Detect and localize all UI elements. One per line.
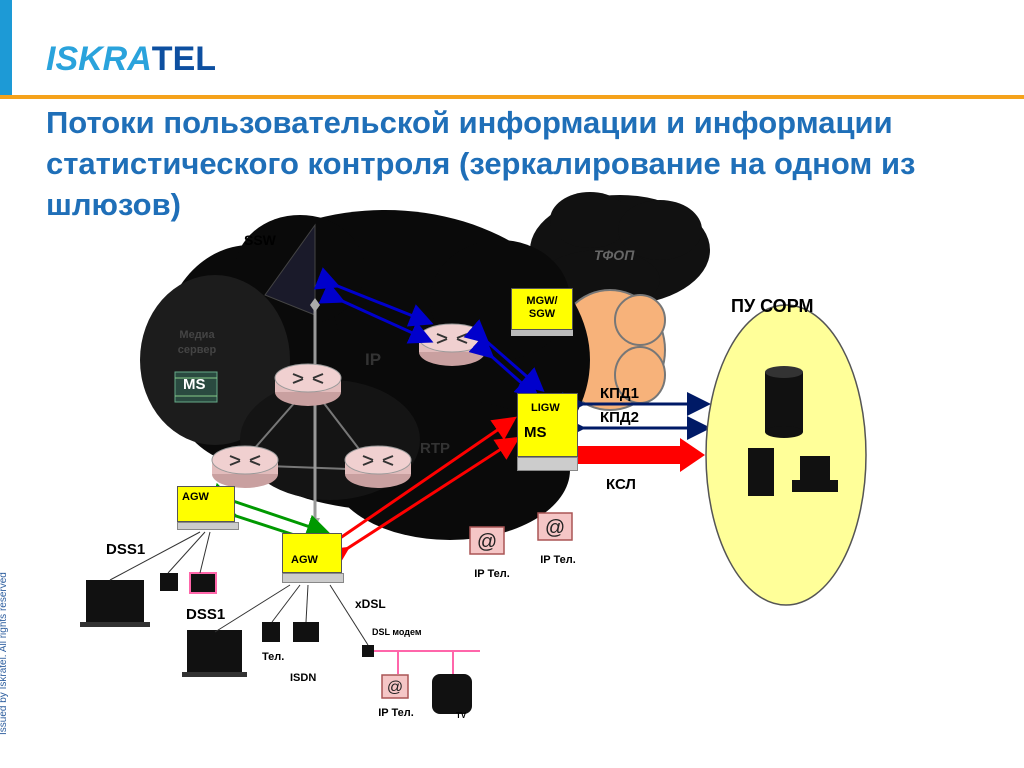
phone-icon [262, 622, 280, 642]
workstation-icon [792, 456, 838, 492]
dsl-modem-icon [362, 645, 374, 657]
laptop-icon [80, 580, 150, 627]
dss1-label-bottom: DSS1 [186, 606, 226, 623]
kpd1-label: КПД1 [600, 385, 639, 402]
rtp-label: RTP [420, 440, 450, 457]
iskratel-logo: ISKRATEL [46, 40, 217, 78]
ip-phone-icon: @ [381, 674, 409, 699]
ksl-arrow [578, 438, 705, 472]
slide-title: Потоки пользовательской информации и инф… [46, 105, 916, 222]
phone-icon [160, 573, 178, 591]
red-flows [308, 416, 521, 570]
svg-text:@: @ [477, 531, 497, 553]
ip-phone-icon: @ [469, 526, 505, 555]
database-icon [765, 366, 803, 438]
router-icon [274, 363, 342, 406]
svg-text:@: @ [545, 517, 565, 539]
ms-label: MS [183, 376, 206, 393]
isdn-terminal-icon [189, 572, 217, 594]
ip-phone-icon: @ [537, 512, 573, 541]
dsl-line [374, 650, 480, 674]
ip-network-label: IP [365, 350, 382, 369]
tv-label: TV [456, 711, 467, 720]
router-icon [418, 323, 486, 366]
ip-tel-label: IP Тел. [474, 568, 510, 580]
accent-bar [0, 0, 12, 96]
isdn-label: ISDN [290, 672, 317, 684]
tel-label: Тел. [262, 651, 285, 663]
kpd-links [562, 392, 711, 440]
ip-tel-label: IP Тел. [378, 707, 414, 719]
router-icon [211, 445, 279, 488]
isdn-terminal-icon [293, 622, 319, 642]
ligw-box[interactable]: LIGW MS [517, 393, 578, 457]
tfop-label: ТФОП [594, 247, 635, 263]
ssw-label: SSW [244, 232, 276, 248]
media-server-label: Медиа сервер [177, 329, 217, 356]
tv-icon [432, 674, 472, 714]
media-server-icon [174, 371, 218, 403]
laptop-icon [182, 630, 247, 677]
header-divider [0, 95, 1024, 99]
pu-sorm-label: ПУ СОРМ [731, 296, 814, 316]
blue-flows [313, 267, 545, 399]
ip-tel-label: IP Тел. [540, 554, 576, 566]
kpd2-label: КПД2 [600, 409, 639, 426]
dss1-label-top: DSS1 [106, 541, 146, 558]
cabling [109, 531, 369, 646]
svg-text:@: @ [387, 679, 403, 696]
pu-sorm-ellipse [705, 304, 867, 606]
agw-box-2[interactable]: AGW [282, 533, 342, 573]
mgw-sgw-box[interactable]: MGW/ SGW [511, 288, 573, 330]
server-tower-icon [748, 448, 774, 496]
router-icon [344, 445, 412, 488]
xdsl-label: xDSL [355, 597, 386, 611]
agw-box-1[interactable]: AGW [177, 486, 235, 522]
ksl-label: КСЛ [606, 476, 636, 493]
dsl-modem-label: DSL модем [372, 627, 422, 637]
